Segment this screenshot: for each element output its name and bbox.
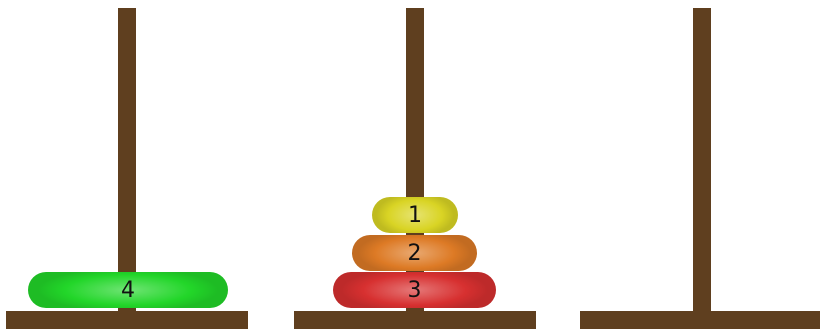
- disk-3-label: 3: [408, 280, 422, 302]
- disk-4[interactable]: 4: [28, 272, 228, 308]
- peg-b-base: [294, 311, 536, 329]
- disk-3[interactable]: 3: [333, 272, 496, 308]
- disk-4-label: 4: [121, 280, 135, 302]
- peg-c-rod[interactable]: [693, 8, 711, 311]
- disk-1-label: 1: [408, 205, 422, 227]
- peg-a-base: [6, 311, 248, 329]
- disk-2-label: 2: [408, 243, 422, 265]
- disk-2[interactable]: 2: [352, 235, 477, 271]
- disk-1[interactable]: 1: [372, 197, 458, 233]
- peg-c-base: [580, 311, 820, 329]
- peg-a-rod[interactable]: [118, 8, 136, 311]
